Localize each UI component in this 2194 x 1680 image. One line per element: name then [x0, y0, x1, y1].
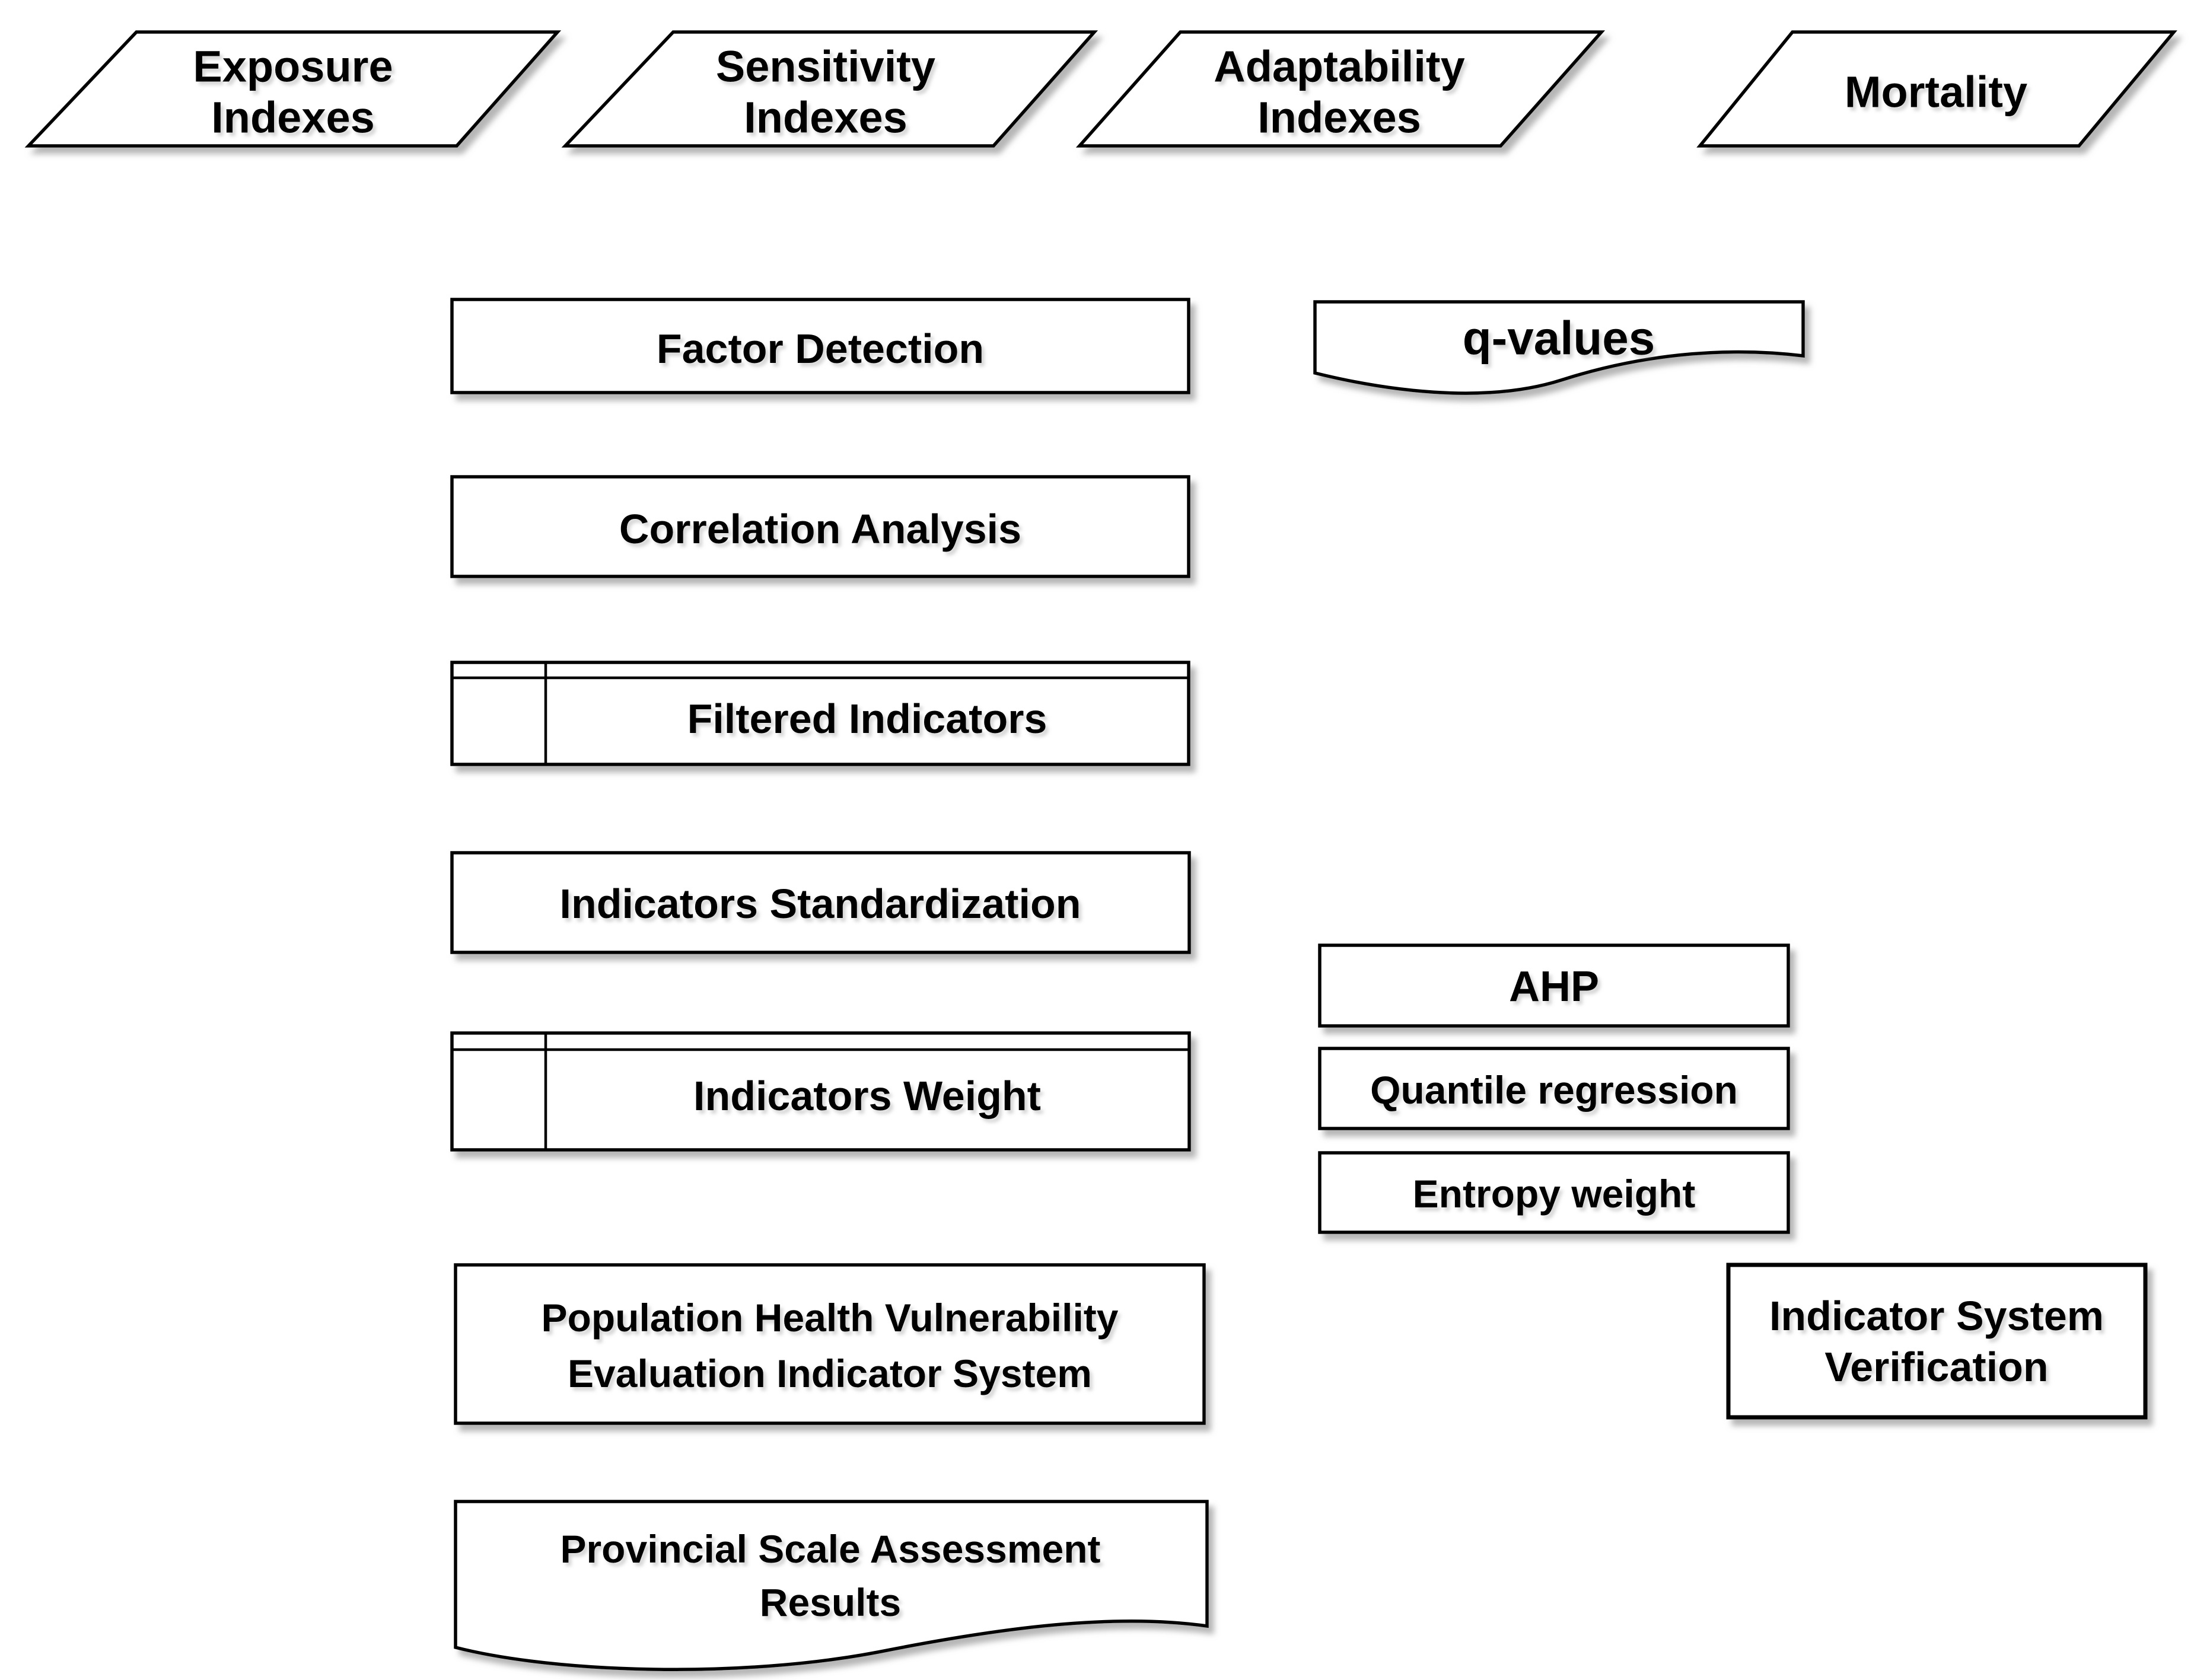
node-correlation-analysis: Correlation Analysis: [450, 475, 1190, 578]
phv-system-label-line2: Evaluation Indicator System: [568, 1351, 1092, 1395]
node-entropy-weight: Entropy weight: [1318, 1151, 1790, 1234]
verification-label-line2: Verification: [1824, 1344, 2048, 1390]
node-sensitivity-indexes: Sensitivity Indexes: [561, 30, 1098, 148]
verification-label-line1: Indicator System: [1769, 1293, 2104, 1339]
node-q-values: q-values: [1313, 300, 1805, 395]
mortality-label: Mortality: [1845, 68, 2027, 117]
ahp-label: AHP: [1509, 963, 1599, 1010]
connectors: [287, 144, 1951, 1499]
adaptability-label-line2: Indexes: [1257, 93, 1421, 142]
filtered-indicators-label: Filtered Indicators: [687, 696, 1047, 742]
quantile-regression-label: Quantile regression: [1370, 1068, 1738, 1112]
entropy-weight-label: Entropy weight: [1413, 1172, 1696, 1216]
node-mortality: Mortality: [1696, 30, 2177, 148]
exposure-label-line1: Exposure: [193, 42, 393, 91]
phv-system-label-line1: Population Health Vulnerability: [542, 1296, 1119, 1340]
node-exposure-indexes: Exposure Indexes: [24, 30, 562, 148]
node-ahp: AHP: [1318, 943, 1790, 1028]
provincial-results-label-line2: Results: [760, 1580, 901, 1624]
node-filtered-indicators: Filtered Indicators: [450, 661, 1190, 766]
node-adaptability-indexes: Adaptability Indexes: [1075, 30, 1606, 148]
node-indicators-standardization: Indicators Standardization: [450, 851, 1191, 954]
indicators-standardization-label: Indicators Standardization: [560, 881, 1081, 927]
adaptability-label-line1: Adaptability: [1214, 42, 1464, 91]
factor-detection-label: Factor Detection: [657, 326, 984, 372]
node-indicators-weight: Indicators Weight: [450, 1031, 1191, 1152]
correlation-analysis-label: Correlation Analysis: [619, 506, 1021, 552]
q-values-label: q-values: [1463, 312, 1655, 365]
node-provincial-results: Provincial Scale Assessment Results: [454, 1500, 1209, 1672]
node-phv-evaluation-system: Population Health Vulnerability Evaluati…: [454, 1263, 1206, 1425]
node-factor-detection: Factor Detection: [450, 298, 1190, 394]
node-quantile-regression: Quantile regression: [1318, 1047, 1790, 1130]
exposure-label-line2: Indexes: [211, 93, 375, 142]
provincial-results-label-line1: Provincial Scale Assessment: [560, 1527, 1100, 1571]
node-indicator-system-verification: Indicator System Verification: [1726, 1263, 2148, 1420]
indicators-weight-label: Indicators Weight: [693, 1073, 1041, 1119]
sensitivity-label-line2: Indexes: [744, 93, 907, 142]
sensitivity-label-line1: Sensitivity: [716, 42, 935, 91]
